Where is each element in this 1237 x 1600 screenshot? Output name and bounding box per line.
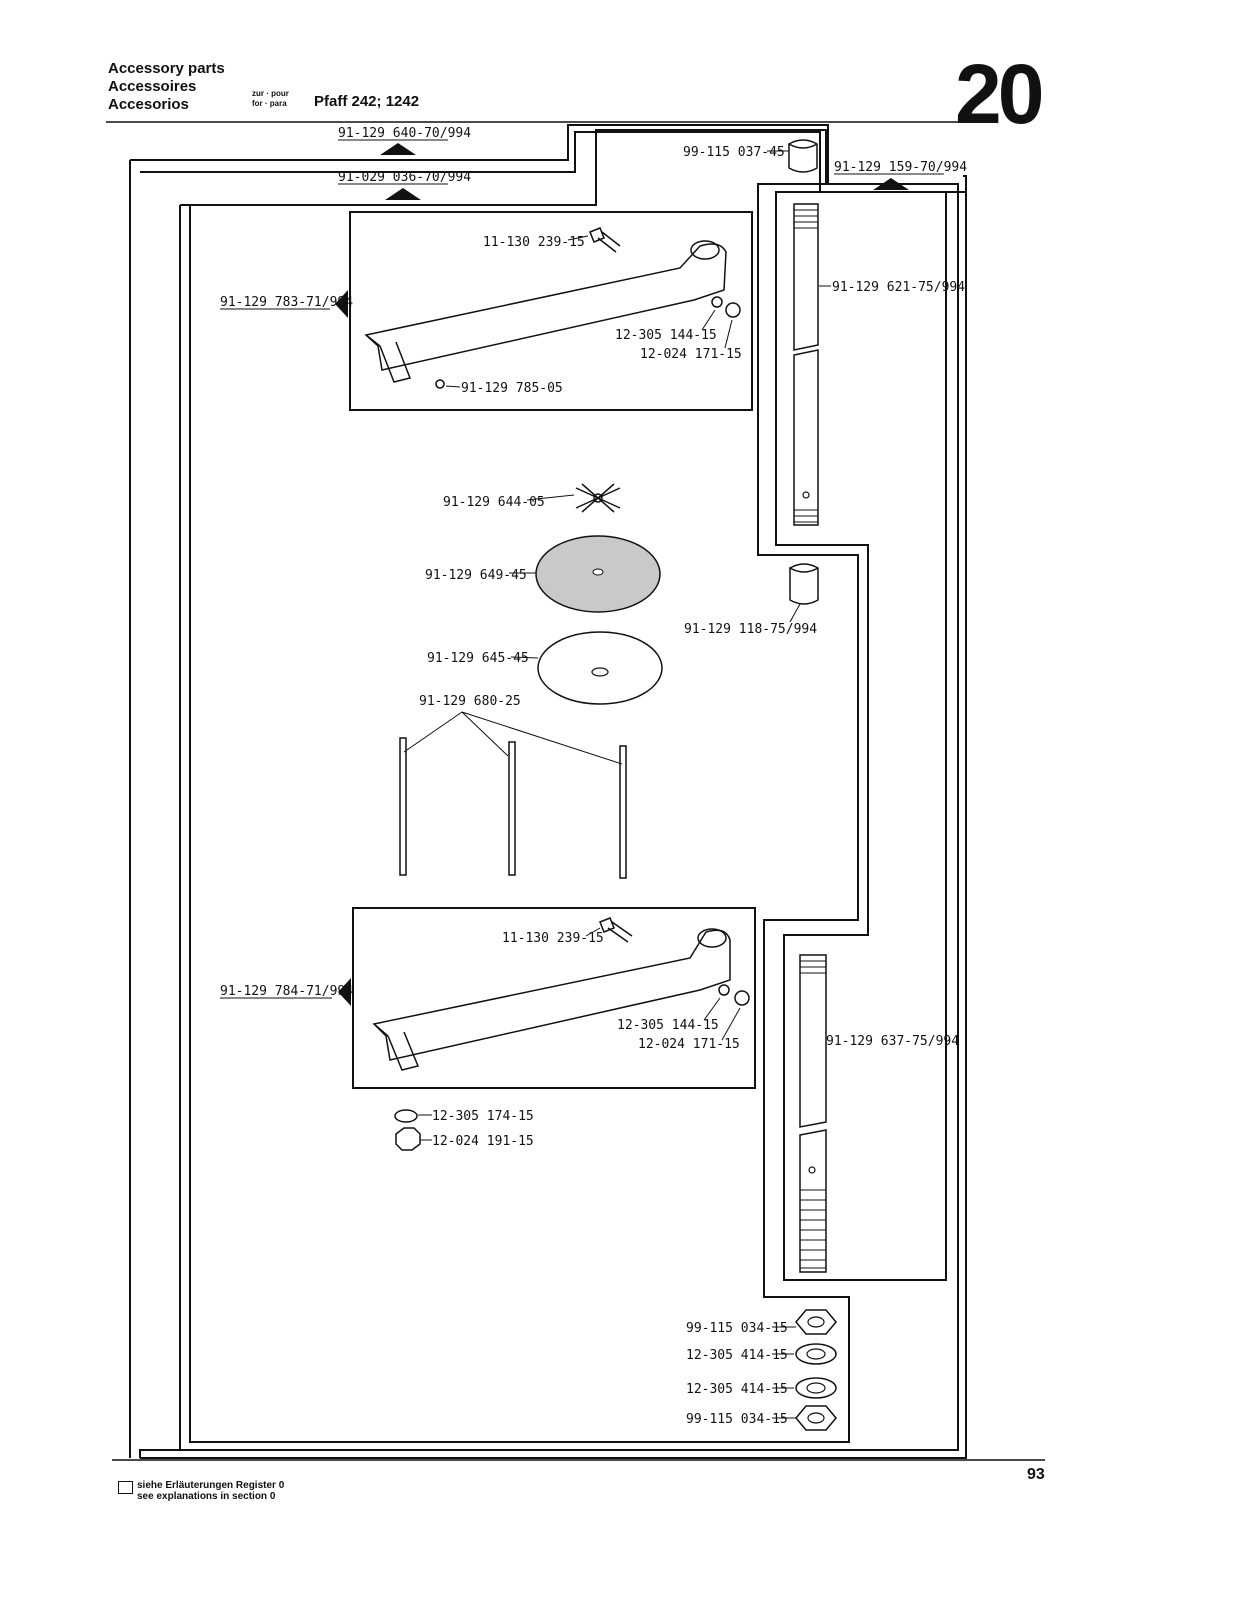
pointer-triangle-5	[338, 978, 351, 1006]
section-number: 20	[955, 47, 1044, 141]
rod-2	[508, 741, 516, 876]
washer-top	[795, 1343, 837, 1365]
label-12-305-414-a: 12-305 414-15	[686, 1348, 788, 1363]
screw-lower	[599, 917, 633, 943]
pointer-triangle-4	[335, 290, 348, 318]
footer-note-german: siehe Erläuterungen Register 0	[137, 1480, 285, 1491]
label-91-129-783: 91-129 783-71/994	[220, 295, 353, 310]
label-11-130-239-b: 11-130 239-15	[502, 931, 604, 946]
title-english: Accessory parts	[108, 60, 225, 77]
screw-upper	[589, 227, 621, 253]
nut-part	[395, 1127, 421, 1151]
label-99-115-034-a: 99-115 034-15	[686, 1321, 788, 1336]
footer-note-english: see explanations in section 0	[137, 1491, 276, 1502]
for-label-2: for · para	[252, 99, 287, 108]
lower-tube	[799, 954, 827, 1273]
nut-bottom	[795, 1405, 837, 1431]
label-99-115-034-b: 99-115 034-15	[686, 1412, 788, 1427]
label-91-129-644: 91-129 644-05	[443, 495, 545, 510]
label-91-129-645: 91-129 645-45	[427, 651, 529, 666]
label-12-024-191: 12-024 191-15	[432, 1134, 534, 1149]
legend-box-icon	[118, 1481, 133, 1494]
rod-1	[399, 737, 407, 876]
title-french: Accessoires	[108, 78, 197, 95]
label-91-029-036: 91-029 036-70/994	[338, 170, 471, 185]
lower-bracket	[372, 929, 731, 1071]
label-91-129-159: 91-129 159-70/994	[834, 160, 967, 175]
title-spanish: Accesorios	[108, 96, 189, 113]
base-disc	[537, 631, 663, 705]
label-12-305-144-a: 12-305 144-15	[615, 328, 717, 343]
label-91-129-680: 91-129 680-25	[419, 694, 521, 709]
machine-model: Pfaff 242; 1242	[314, 93, 420, 110]
right-upper-frame	[775, 191, 947, 1281]
label-99-115-037: 99-115 037-45	[683, 145, 785, 160]
washer-bottom	[795, 1377, 837, 1399]
lower-bracket-box	[352, 907, 756, 1089]
label-91-129-637: 91-129 637-75/994	[826, 1034, 959, 1049]
label-91-129-118: 91-129 118-75/994	[684, 622, 817, 637]
label-12-024-171-b: 12-024 171-15	[638, 1037, 740, 1052]
pointer-triangle-1	[380, 143, 416, 155]
label-91-129-621: 91-129 621-75/994	[832, 280, 965, 295]
cap-part	[787, 139, 818, 173]
label-12-305-174: 12-305 174-15	[432, 1109, 534, 1124]
label-91-129-785: 91-129 785-05	[461, 381, 563, 396]
rod-3	[619, 745, 627, 879]
label-11-130-239-a: 11-130 239-15	[483, 235, 585, 250]
label-91-129-640: 91-129 640-70/994	[338, 126, 471, 141]
nut-top	[795, 1309, 837, 1335]
for-label-1: zur · pour	[252, 89, 289, 98]
upper-tube	[793, 203, 819, 526]
pointer-triangle-3	[873, 178, 909, 190]
frame-2	[140, 175, 967, 1459]
label-12-305-414-b: 12-305 414-15	[686, 1382, 788, 1397]
spider-part	[575, 483, 621, 513]
label-91-129-649: 91-129 649-45	[425, 568, 527, 583]
label-12-024-171-a: 12-024 171-15	[640, 347, 742, 362]
outer-frame	[129, 124, 959, 1458]
pointer-triangle-2	[385, 188, 421, 200]
page-number: 93	[1027, 1466, 1045, 1483]
label-12-305-144-b: 12-305 144-15	[617, 1018, 719, 1033]
coupling-sleeve	[788, 563, 819, 605]
upper-bracket	[364, 243, 727, 383]
upper-bracket-box	[349, 211, 753, 411]
inner-frame	[180, 129, 859, 1443]
label-91-129-784: 91-129 784-71/994	[220, 984, 353, 999]
washer-part	[394, 1109, 418, 1123]
